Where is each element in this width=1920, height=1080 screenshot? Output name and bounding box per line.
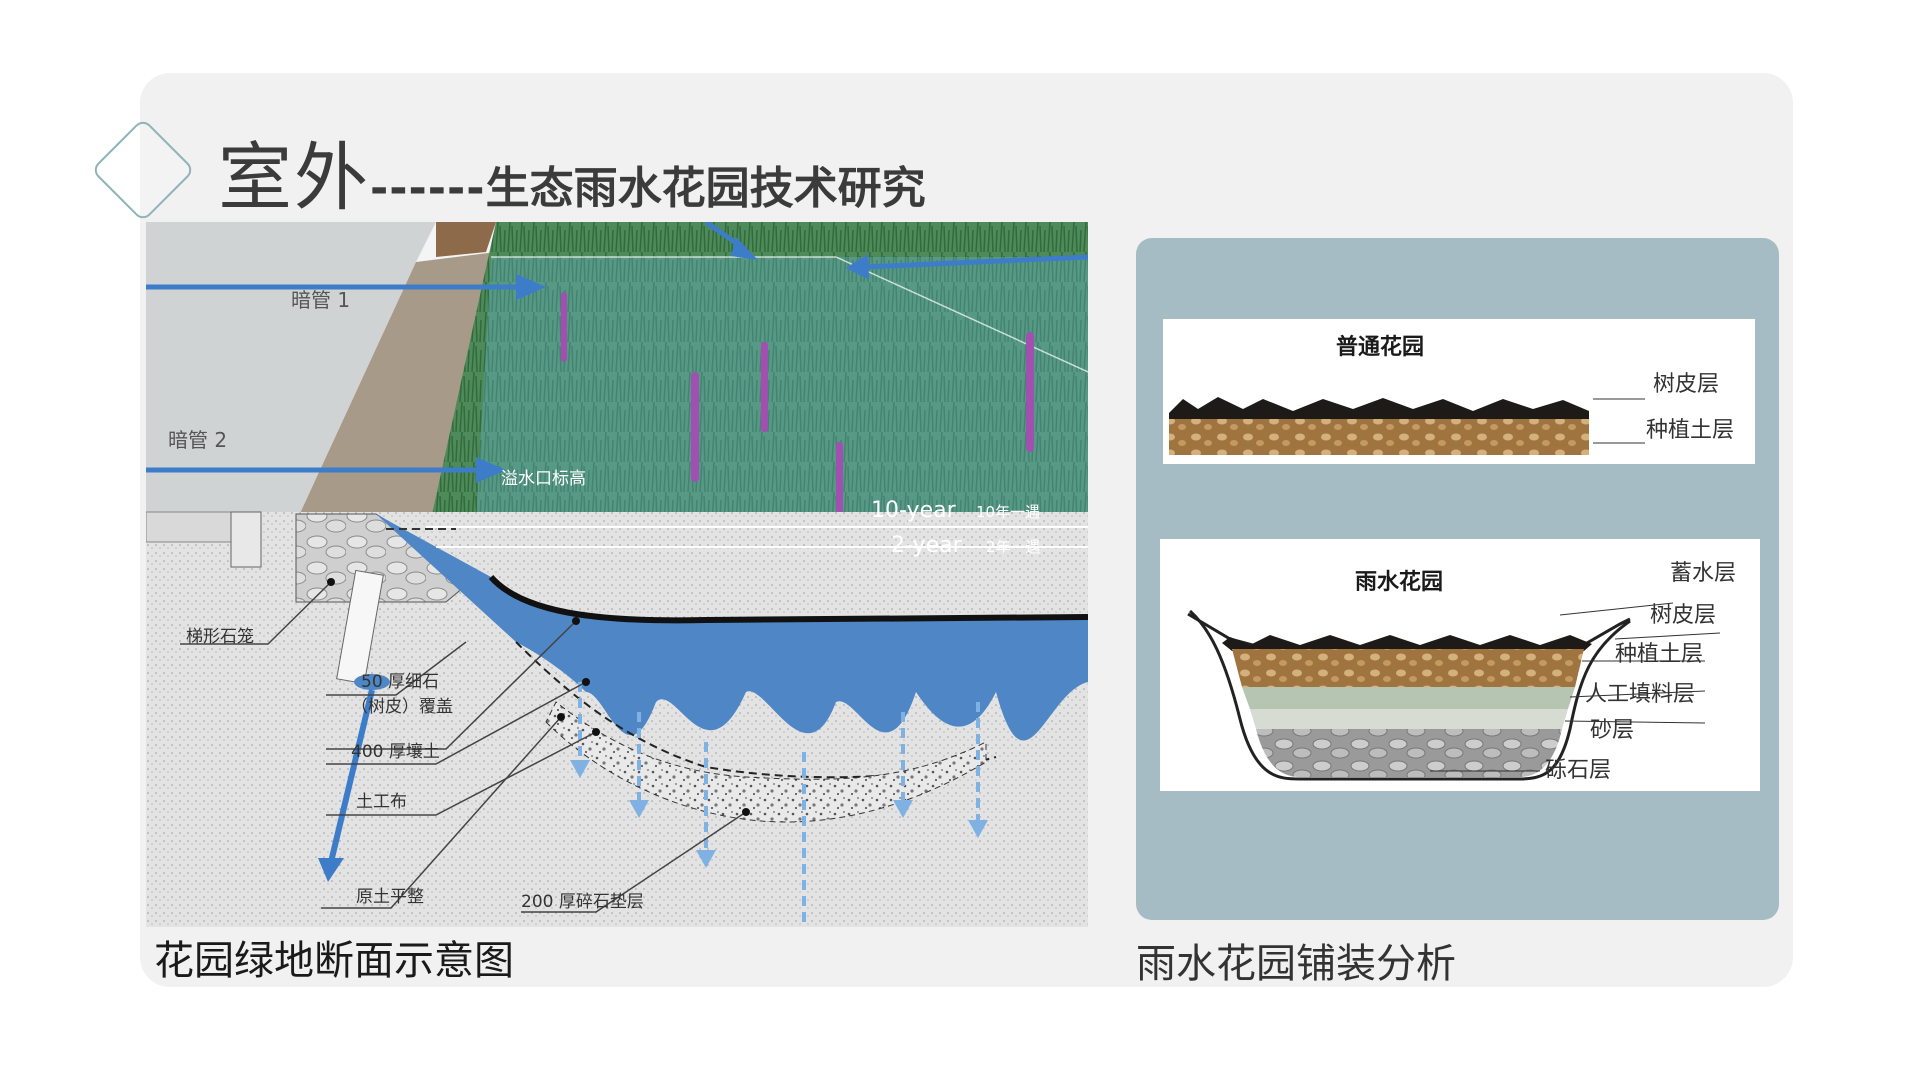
rain-garden-card: 雨水花园 蓄水层 树皮层 种植土层 人工填料层 砂层 砾石层 [1160, 539, 1760, 791]
rain-fill-layer [1242, 687, 1575, 709]
title-main: 室外 [218, 135, 370, 221]
rain-bark-layer [1222, 635, 1592, 651]
gabion-label: 梯形石笼 [186, 627, 254, 647]
inflow-arrow-2-icon [146, 457, 506, 483]
gravel-cover-label-line2: （树皮）覆盖 [351, 697, 453, 717]
garden-section-svg: 暗管 1 暗管 2 溢水口标高 10-year 10年一遇 2-year 2年一… [146, 222, 1088, 927]
inflow-arrow-4-icon [846, 254, 1088, 280]
rain-layer-soil: 种植土层 [1615, 642, 1703, 667]
normal-soil-layer [1169, 413, 1589, 455]
rain-layer-storage: 蓄水层 [1670, 561, 1736, 586]
page-title: 室外------生态雨水花园技术研究 [218, 118, 926, 225]
garden-section-figure: 暗管 1 暗管 2 溢水口标高 10-year 10年一遇 2-year 2年一… [146, 222, 1088, 927]
water-storage-layer [376, 514, 1088, 741]
normal-garden-title: 普通花园 [1336, 334, 1424, 360]
title-sub: 生态雨水花园技术研究 [485, 163, 926, 214]
normal-garden-card: 普通花园 树皮层 种植土层 [1163, 319, 1755, 464]
crushed-stone-label: 200 厚碎石垫层 [521, 892, 644, 912]
gravel-cover-label-line1: 50 厚细石 [361, 672, 439, 692]
title-dashes: ------ [370, 163, 486, 214]
rain-gravel-layer [1256, 729, 1562, 777]
crushed-stone-layer [545, 701, 987, 823]
rain-layer-bark: 树皮层 [1650, 603, 1716, 628]
rain-layer-gravel: 砾石层 [1545, 758, 1611, 783]
normal-layer-bark: 树皮层 [1653, 372, 1719, 397]
storage-volume [476, 257, 1088, 522]
pipe1-label: 暗管 1 [291, 288, 350, 312]
rain-layer-fill: 人工填料层 [1585, 682, 1695, 707]
inflow-arrow-1-icon [146, 274, 546, 300]
rain-soil-layer [1232, 649, 1584, 687]
normal-bark-layer [1169, 397, 1589, 419]
geotextile-label: 土工布 [356, 792, 407, 812]
rain-garden-title: 雨水花园 [1355, 569, 1443, 595]
rain-layer-sand: 砂层 [1590, 718, 1634, 743]
right-figure-caption: 雨水花园铺装分析 [1136, 941, 1456, 987]
soil-label: 400 厚壤土 [351, 741, 440, 762]
wood-deck [436, 222, 496, 257]
inflow-arrow-3-icon [704, 222, 758, 260]
two-year-label: 2-year [891, 533, 963, 558]
planting-area [426, 222, 1088, 552]
infiltration-arrows-icon [578, 682, 980, 922]
rain-sand-layer [1250, 709, 1568, 729]
pipe2-label: 暗管 2 [168, 428, 227, 452]
flower-spikes [561, 292, 1034, 522]
ten-year-cn-label: 10年一遇 [976, 503, 1040, 521]
pipe-icon [318, 569, 390, 882]
native-soil-label: 原土平整 [356, 887, 424, 907]
left-figure-caption: 花园绿地断面示意图 [154, 938, 514, 984]
ten-year-label: 10-year [871, 498, 957, 523]
curb [146, 511, 247, 543]
mulch-layer-line [488, 574, 1088, 624]
paved-path [146, 222, 436, 522]
normal-layer-soil: 种植土层 [1646, 418, 1734, 443]
two-year-cn-label: 2年一遇 [986, 538, 1041, 556]
overflow-label: 溢水口标高 [501, 469, 586, 489]
